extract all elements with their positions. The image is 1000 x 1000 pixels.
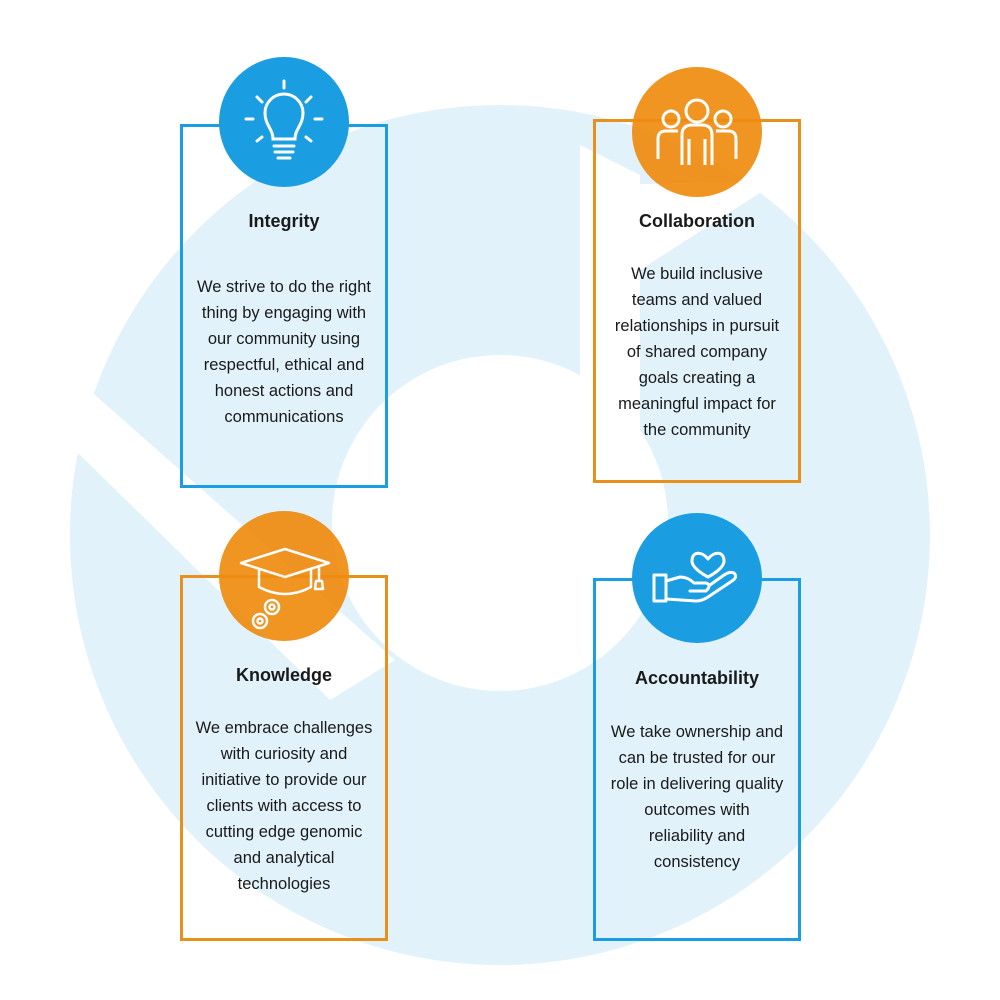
card-title: Integrity [248,211,320,231]
lightbulb-icon [244,79,324,160]
card-knowledge: Knowledge We embrace challenges with cur… [180,575,388,941]
card-description: We take ownership and can be trusted for… [610,723,784,871]
card-accountability: Accountability We take ownership and can… [593,578,801,941]
card-title: Accountability [634,668,759,688]
graduation-cap-gears-icon [239,547,331,630]
integrity-badge [219,57,349,187]
team-icon [656,98,738,165]
card-description: We strive to do the right thing by engag… [197,278,371,426]
card-description: We embrace challenges with curiosity and… [195,719,373,893]
knowledge-badge [219,511,349,641]
card-description: We build inclusive teams and valued rela… [614,265,780,439]
card-title: Knowledge [235,665,332,685]
card-integrity: Integrity We strive to do the right thin… [180,124,388,488]
card-title: Collaboration [639,211,755,231]
collaboration-badge [632,67,762,197]
hand-heart-icon [652,551,738,603]
accountability-badge [632,513,762,643]
